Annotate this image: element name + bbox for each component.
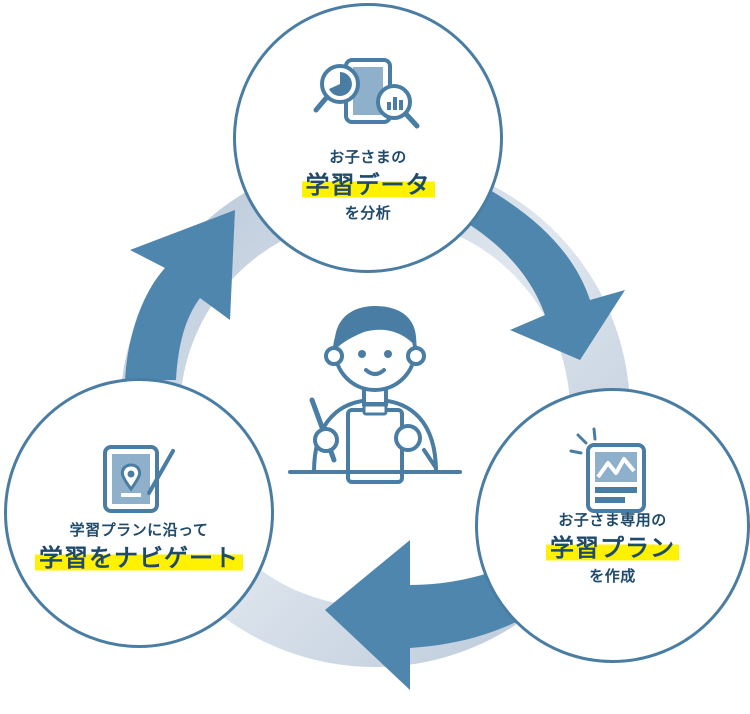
step-navigate-learning: 学習プランに沿って 学習をナビゲート (4, 378, 274, 648)
step-analyze-highlight: 学習データ (301, 170, 435, 200)
arrow-right-to-left (325, 540, 520, 690)
step-analyze-line3: を分析 (344, 204, 392, 222)
step-analyze-caption: お子さまの 学習データ を分析 (236, 146, 500, 224)
step-plan-line3: を作成 (589, 567, 636, 585)
step-plan-highlight: 学習プラン (546, 533, 679, 563)
step-analyze-data: お子さまの 学習データ を分析 (233, 3, 503, 273)
study-plan-icon (568, 427, 658, 517)
step-plan-caption: お子さま専用の 学習プラン を作成 (478, 509, 747, 587)
step-analyze-line1: お子さまの (329, 148, 407, 166)
step-create-plan: お子さま専用の 学習プラン を作成 (475, 388, 750, 663)
step-navigate-line1: 学習プランに沿って (69, 521, 209, 539)
data-analysis-icon (312, 56, 424, 140)
tablet-navigation-icon (99, 443, 179, 519)
step-navigate-caption: 学習プランに沿って 学習をナビゲート (7, 519, 271, 575)
step-plan-line1: お子さま専用の (558, 511, 667, 529)
arrow-left-to-top (125, 210, 235, 380)
student-studying-icon (284, 292, 466, 492)
arrow-top-to-right (470, 190, 625, 360)
step-navigate-highlight: 学習をナビゲート (35, 543, 243, 573)
